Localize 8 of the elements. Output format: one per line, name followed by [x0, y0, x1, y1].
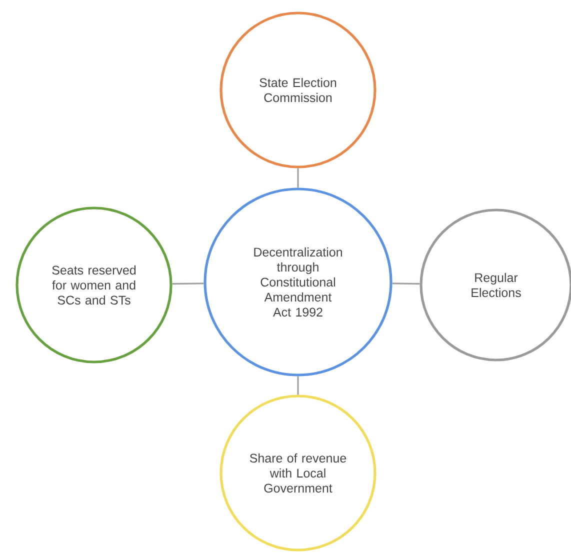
connector-line	[297, 168, 299, 188]
circle-node: State Election Commission	[220, 12, 376, 168]
connector-line	[172, 282, 204, 285]
circle-node: Seats reserved for women and SCs and STs	[16, 206, 172, 364]
connector-line	[297, 376, 299, 395]
connector-line	[392, 282, 420, 285]
circle-node: Share of revenue with Local Government	[220, 394, 376, 552]
circle-node: Decentralization through Constitutional Amendment Act 1992	[204, 188, 392, 376]
